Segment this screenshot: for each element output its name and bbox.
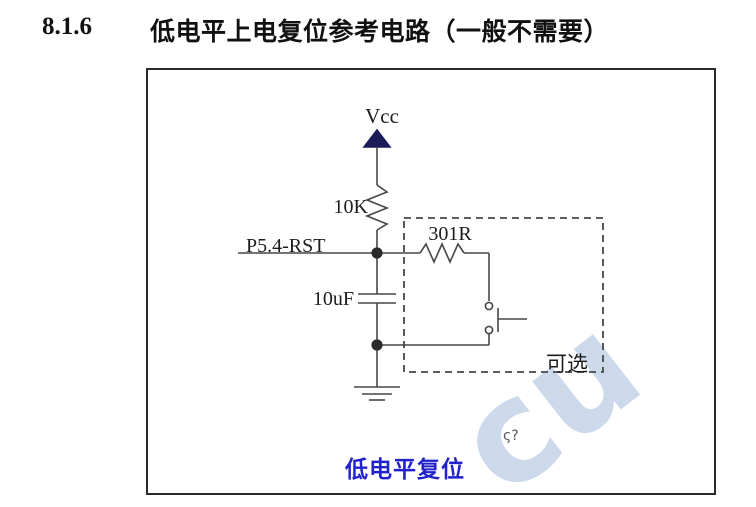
optional-label: 可选 xyxy=(546,352,588,376)
pullup-resistor-label: 10K xyxy=(333,196,368,218)
circuit-schematic xyxy=(238,128,604,401)
optional-dashed-box xyxy=(403,217,604,373)
pushbutton-switch-symbol xyxy=(484,301,527,345)
series-resistor-symbol xyxy=(377,242,490,301)
section-heading: 8.1.6 低电平上电复位参考电路（一般不需要） xyxy=(0,10,756,50)
junction-dot-bottom xyxy=(371,339,383,351)
watermark-stray-glyph: ς? xyxy=(503,428,519,444)
reset-pin-label: P5.4-RST xyxy=(246,235,326,257)
capacitor-label: 10uF xyxy=(312,288,354,310)
junction-dot-top xyxy=(371,247,383,259)
vcc-arrow xyxy=(362,128,392,185)
vcc-label: Vcc xyxy=(365,104,399,128)
figure-caption: 低电平复位 xyxy=(345,457,465,482)
figure-frame: Vcc 10K P5.4-RST 301R 10uF 可选 低电平复位 xyxy=(146,68,716,495)
pullup-resistor-symbol xyxy=(364,184,390,253)
series-resistor-label: 301R xyxy=(428,223,472,245)
capacitor-symbol xyxy=(358,293,396,345)
section-number: 8.1.6 xyxy=(42,13,92,40)
section-title: 低电平上电复位参考电路（一般不需要） xyxy=(150,19,610,46)
ground-symbol xyxy=(354,345,400,401)
